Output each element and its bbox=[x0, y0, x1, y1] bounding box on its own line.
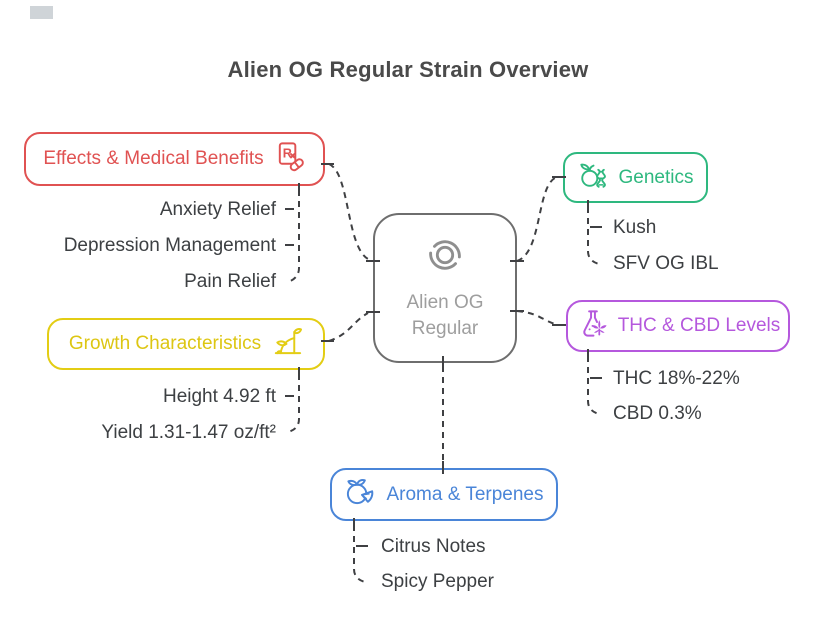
center-node[interactable]: Alien OG Regular bbox=[373, 213, 517, 363]
connector-center-to-thc bbox=[516, 310, 559, 326]
tree-thc bbox=[587, 356, 600, 415]
list-item-anxiety-relief: Anxiety Relief bbox=[159, 199, 276, 220]
category-effects-medical-benefits[interactable]: Effects & Medical Benefits R bbox=[24, 132, 325, 186]
category-label: Genetics bbox=[618, 166, 694, 188]
list-item-depression-management: Depression Management bbox=[63, 235, 276, 256]
tree-aroma bbox=[353, 525, 366, 583]
center-node-label: Alien OG Regular bbox=[406, 292, 484, 339]
tree-growth bbox=[287, 374, 300, 433]
category-genetics[interactable]: Genetics bbox=[563, 152, 708, 203]
category-growth-characteristics[interactable]: Growth Characteristics bbox=[47, 318, 325, 370]
category-label: Effects & Medical Benefits bbox=[43, 148, 264, 169]
category-thc-cbd-levels[interactable]: THC & CBD Levels bbox=[566, 300, 790, 352]
category-label: THC & CBD Levels bbox=[617, 315, 781, 336]
list-item-cbd-percent: CBD 0.3% bbox=[613, 403, 702, 424]
artifact-rectangle bbox=[30, 6, 53, 19]
tree-effects bbox=[287, 190, 300, 283]
page-title: Alien OG Regular Strain Overview bbox=[227, 57, 589, 82]
plant-icon bbox=[270, 325, 303, 364]
list-item-height: Height 4.92 ft bbox=[162, 386, 276, 407]
list-item-spicy-pepper: Spicy Pepper bbox=[381, 571, 495, 592]
list-item-yield: Yield 1.31-1.47 oz/ft² bbox=[101, 422, 276, 443]
category-label: Aroma & Terpenes bbox=[386, 483, 544, 505]
category-label: Growth Characteristics bbox=[68, 333, 262, 354]
list-item-sfv-og-ibl: SFV OG IBL bbox=[613, 253, 719, 274]
connector-center-to-genetics bbox=[516, 176, 558, 262]
tree-genetics bbox=[587, 207, 600, 265]
category-aroma-terpenes[interactable]: Aroma & Terpenes bbox=[330, 468, 558, 521]
svg-text:R: R bbox=[282, 146, 291, 160]
apple-dna-icon bbox=[578, 159, 610, 197]
prescription-icon: R bbox=[273, 140, 306, 179]
flask-leaf-icon bbox=[576, 307, 609, 346]
sync-icon bbox=[422, 232, 468, 283]
list-item-thc-percent: THC 18%-22% bbox=[613, 368, 740, 389]
list-item-kush: Kush bbox=[613, 217, 657, 238]
connector-growth-to-center bbox=[328, 312, 369, 342]
orange-icon bbox=[344, 475, 377, 514]
list-item-pain-relief: Pain Relief bbox=[184, 271, 276, 292]
connector-effects-to-center bbox=[328, 163, 369, 260]
list-item-citrus-notes: Citrus Notes bbox=[381, 536, 486, 557]
